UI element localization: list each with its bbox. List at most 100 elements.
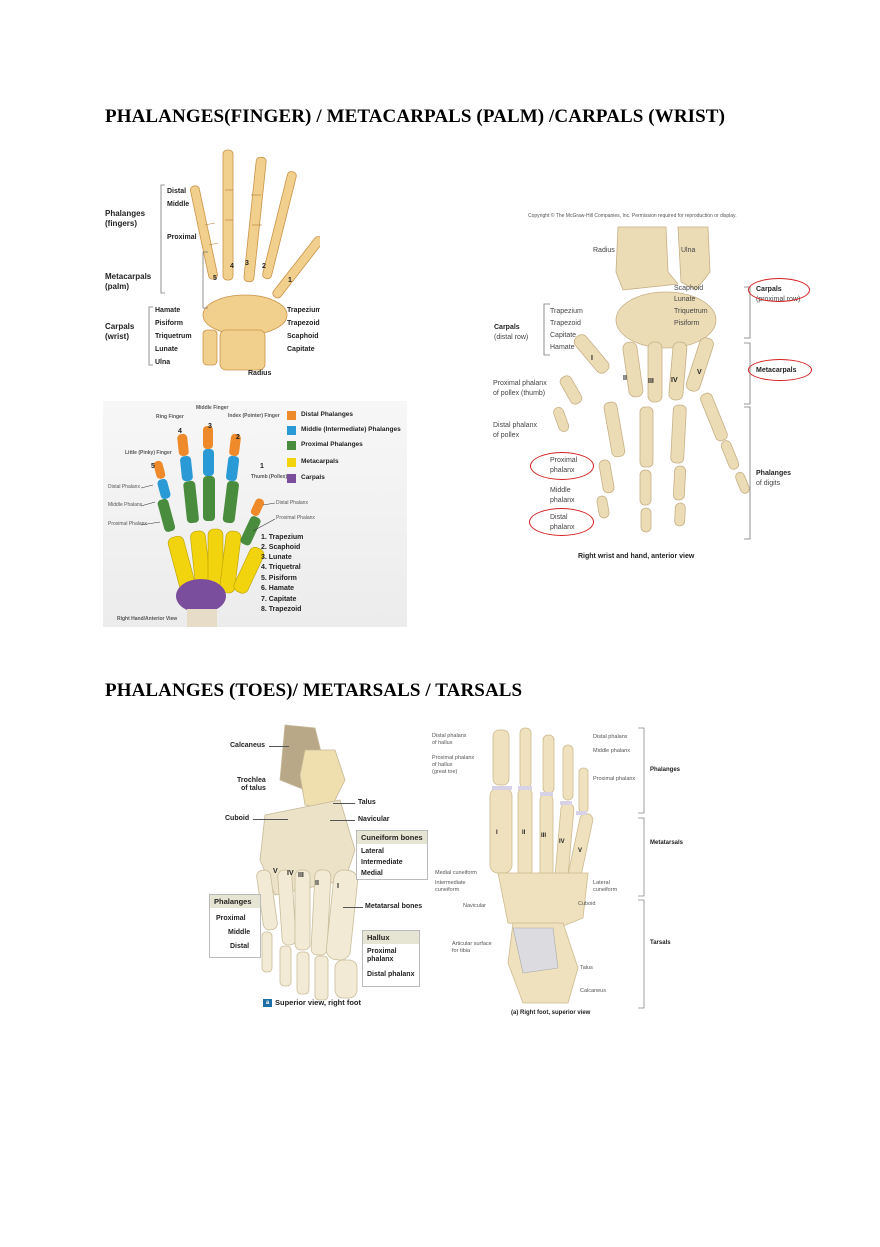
label-tarsals: Tarsals <box>650 940 671 946</box>
legend-label: Middle (Intermediate) Phalanges <box>301 426 401 433</box>
label-ulna: Ulna <box>155 359 171 366</box>
label-distal-hallux-sub: of hallux <box>432 740 453 746</box>
label-talus: Talus <box>358 799 376 806</box>
hallux-box-title: Hallux <box>363 931 419 944</box>
label-articular: Articular surface <box>452 941 492 947</box>
carpal-list-item: 4. Triquetral <box>261 564 301 571</box>
roman-numeral: II <box>522 830 526 836</box>
label-middle: Middle <box>167 201 190 208</box>
label-distal-phalanx: Distal phalanx <box>593 734 628 740</box>
label-prox-phalanx-pollex-sub: of pollex (thumb) <box>493 390 546 397</box>
finger-number: 3 <box>245 260 249 267</box>
label-middle-num: 3 <box>208 423 212 430</box>
carpal-list-item: 7. Capitate <box>261 596 297 603</box>
hallux-item: Proximal phalanx <box>367 948 397 963</box>
carpal-list-item: 6. Hamate <box>261 585 295 592</box>
label-trochlea: Trochlea <box>237 777 266 784</box>
label-middle-phalanx: Middle <box>550 487 571 494</box>
label-talus: Talus <box>580 965 593 971</box>
label-ulna: Ulna <box>681 247 696 254</box>
label-phalanges-digits-sub: of digits <box>756 480 781 487</box>
leader-line <box>330 820 355 821</box>
legend-label: Carpals <box>301 474 325 481</box>
carpal-list-item: 5. Pisiform <box>261 575 297 582</box>
label-middle-finger: Middle Finger <box>196 405 229 411</box>
label-phalanges: Phalanges <box>105 209 146 218</box>
label-metatarsals: Metatarsals <box>650 840 684 846</box>
roman-numeral: V <box>273 868 278 875</box>
label-middle-phalanx: Middle phalanx <box>593 748 630 754</box>
cuneiform-item: Intermediate <box>361 859 403 866</box>
label-phalanges: Phalanges <box>650 767 681 773</box>
section-heading-hand: PHALANGES(FINGER) / METACARPALS (PALM) /… <box>105 106 726 127</box>
roman-numeral: I <box>337 883 339 890</box>
label-carpals-distal: Carpals <box>494 324 520 331</box>
label-proximal: Proximal <box>167 234 197 241</box>
label-distal: Distal <box>167 188 187 195</box>
label-medial-cuneiform: Medial cuneiform <box>435 870 477 876</box>
label-hamate: Hamate <box>550 344 575 351</box>
legend-label: Proximal Phalanges <box>301 441 363 448</box>
carpal-list-item: 8. Trapezoid <box>261 606 302 613</box>
label-phalanges-sub: (fingers) <box>105 219 137 228</box>
label-little-num: 5 <box>151 463 155 470</box>
roman-numeral: IV <box>287 870 294 877</box>
phalanges-item: Middle <box>228 929 251 936</box>
label-metatarsal: Metatarsal bones <box>365 903 423 910</box>
label-distal-phalanx-left: Distal Phalanx <box>108 484 140 490</box>
label-intermediate-cuneiform-sub: cuneiform <box>435 887 460 893</box>
finger-number: 5 <box>213 275 217 282</box>
leader-line <box>269 746 289 747</box>
label-distal-hallux: Distal phalanx <box>432 733 467 739</box>
figure-caption-text: Superior view, right foot <box>275 998 361 1007</box>
label-phalanges-digits: Phalanges <box>756 470 792 477</box>
label-lateral-cuneiform: Lateral <box>593 880 610 886</box>
label-lateral-cuneiform-sub: cuneiform <box>593 887 618 893</box>
roman-numeral: III <box>541 833 547 839</box>
hand-colored-illustration <box>140 426 276 627</box>
legend-swatch-proximal <box>287 441 296 450</box>
label-distal-phalanx-thumb: Distal Phalanx <box>276 500 308 506</box>
label-index-num: 2 <box>236 434 240 441</box>
label-thumb: Thumb (Pollex) <box>251 474 288 480</box>
copyright-notice: Copyright © The McGraw-Hill Companies, I… <box>528 213 737 219</box>
label-lunate: Lunate <box>155 346 178 353</box>
roman-numeral: II <box>315 880 319 887</box>
phalanges-item: Distal <box>230 943 250 950</box>
hand-bones-illustration <box>148 149 320 371</box>
phalanges-box: Phalanges Proximal Middle Distal <box>209 894 261 958</box>
label-metacarpals-sub: (palm) <box>105 282 129 291</box>
label-metacarpals: Metacarpals <box>105 272 152 281</box>
carpal-list-item: 3. Lunate <box>261 554 292 561</box>
label-little-finger: Little (Pinky) Finger <box>125 450 172 456</box>
label-pisiform: Pisiform <box>674 320 700 327</box>
figure-caption: Right Hand/Anterior View <box>117 616 178 622</box>
figure-hand-labeled: Phalanges (fingers) Distal Middle Proxim… <box>105 145 320 385</box>
label-calcaneus: Calcaneus <box>580 988 606 994</box>
label-trochlea-sub: of talus <box>241 785 266 792</box>
roman-numeral: III <box>648 378 654 385</box>
label-proximal-phalanx-thumb: Proximal Phalanx <box>276 515 315 521</box>
cuneiform-box-title: Cuneiform bones <box>357 831 427 844</box>
figure-caption: Right wrist and hand, anterior view <box>578 553 695 560</box>
figure-foot-a: Calcaneus Trochlea of talus Cuboid Talus… <box>205 720 430 1012</box>
legend-swatch-distal <box>287 411 296 420</box>
figure-caption: (a) Right foot, superior view <box>511 1010 591 1016</box>
roman-numeral: I <box>591 355 593 362</box>
label-lunate: Lunate <box>674 296 696 303</box>
label-navicular: Navicular <box>358 816 390 823</box>
label-distal-phalanx-pollex-sub: of pollex <box>493 432 520 439</box>
label-triquetrum: Triquetrum <box>674 308 708 315</box>
figure-foot-b: Distal phalanx of hallux Proximal phalan… <box>428 718 698 1020</box>
label-carpals-sub: (wrist) <box>105 332 129 341</box>
label-trapezium: Trapezium <box>550 308 583 315</box>
wrist-hand-illustration <box>543 226 751 540</box>
label-index-finger: Index (Pointer) Finger <box>228 413 280 419</box>
roman-numeral: IV <box>559 839 565 845</box>
label-hamate: Hamate <box>155 307 181 314</box>
label-proximal-phalanx: Proximal phalanx <box>593 776 636 782</box>
legend-label: Distal Phalanges <box>301 411 354 418</box>
carpal-list-item: 2. Scaphoid <box>261 544 301 551</box>
cuneiform-box: Cuneiform bones Lateral Intermediate Med… <box>356 830 428 880</box>
label-ring-finger: Ring Finger <box>156 414 184 420</box>
